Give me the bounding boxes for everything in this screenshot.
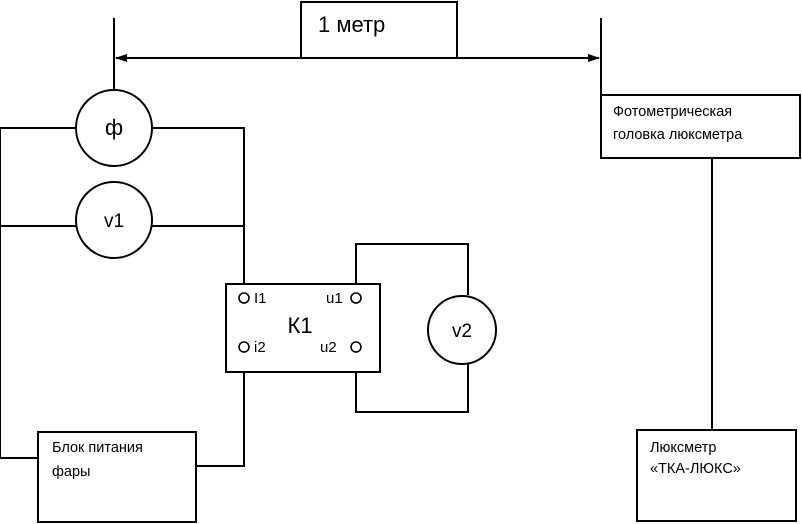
luxmeter-label-line1: Люксметр — [650, 440, 716, 456]
luxmeter-block — [636, 429, 797, 522]
meter-phi — [75, 89, 153, 167]
distance-label-box — [300, 1, 458, 59]
meter-phi-label: ф — [105, 115, 123, 140]
meter-v2 — [427, 295, 497, 365]
k1-terminal-u1 — [350, 292, 362, 304]
power-unit-label-line2: фары — [52, 464, 90, 480]
meter-v1-label: v1 — [104, 211, 124, 232]
photometer-head-label-line1: Фотометрическая — [613, 104, 732, 120]
power-unit-block — [37, 431, 197, 523]
meter-v1 — [75, 181, 153, 259]
wire-u1-to-v2 — [355, 243, 469, 295]
k1-terminal-i1 — [238, 292, 250, 304]
k1-label: К1 — [287, 313, 312, 338]
meter-v2-label: v2 — [452, 321, 472, 342]
luxmeter-label-line2: «ТКА-ЛЮКС» — [650, 461, 741, 477]
k1-terminal-i2-label: i2 — [254, 339, 266, 356]
k1-terminal-i1-label: I1 — [254, 290, 267, 307]
wire-i2-to-power — [196, 352, 245, 467]
wire-left-loop — [0, 127, 76, 459]
power-unit-label-line1: Блок питания — [52, 440, 143, 456]
wire-u2-to-v2 — [355, 352, 469, 413]
distance-label: 1 метр — [318, 12, 385, 37]
k1-terminal-u2 — [350, 341, 362, 353]
photometer-head-label-line2: головка люксметра — [613, 127, 743, 143]
k1-terminal-u2-label: u2 — [320, 339, 337, 356]
k1-terminal-u1-label: u1 — [326, 290, 343, 307]
photometer-head-block — [600, 94, 801, 159]
k1-terminal-i2 — [238, 341, 250, 353]
wire-phi-to-i1 — [152, 127, 245, 291]
